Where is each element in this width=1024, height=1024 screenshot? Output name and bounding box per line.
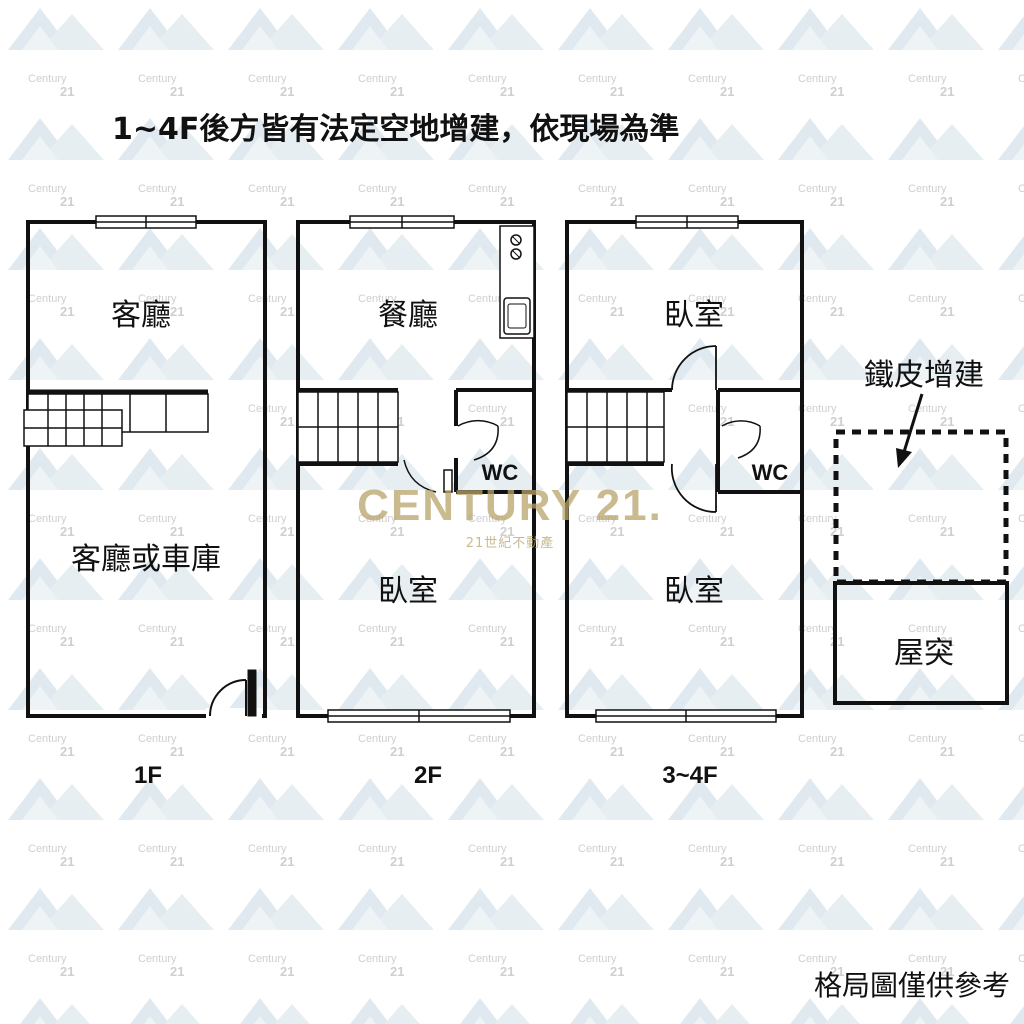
roof-extension-label: 鐵皮增建	[864, 358, 984, 393]
floor-label-1f: 1F	[133, 762, 163, 789]
century21-watermark: CENTURY 21. 21世紀不動產	[357, 481, 663, 552]
room-f1-living-or-garage: 客廳或車庫	[71, 542, 221, 577]
room-f2-wc: WC	[481, 460, 519, 485]
floor-plan-note: 1~4F後方皆有法定空地增建，依現場為準	[112, 112, 680, 147]
room-f2-dining: 餐廳	[378, 298, 438, 333]
floor-label-2f: 2F	[413, 762, 443, 789]
floor-3f-plan	[565, 215, 804, 723]
room-f1-living: 客廳	[111, 298, 171, 333]
disclaimer-text: 格局圖僅供參考	[813, 969, 1010, 1002]
room-f2-bedroom: 臥室	[378, 574, 438, 609]
room-f3-bedroom-top: 臥室	[664, 298, 724, 333]
brand-logo-text: CENTURY 21.	[357, 481, 663, 530]
floor-label-3-4f: 3~4F	[662, 762, 718, 789]
room-f3-bedroom-bottom: 臥室	[664, 574, 724, 609]
roof-plan	[833, 393, 1009, 705]
brand-sub-text: 21世紀不動產	[465, 536, 555, 551]
floor-2f-plan	[296, 215, 536, 723]
roof-room-label: 屋突	[894, 636, 954, 671]
room-f3-wc: WC	[751, 460, 789, 485]
floor-1f-plan	[23, 215, 267, 718]
